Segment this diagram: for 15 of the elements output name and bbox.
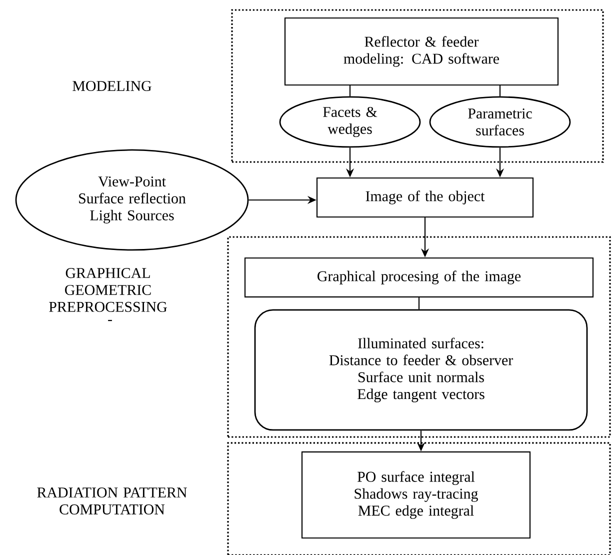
dotted-group-frame <box>227 442 611 555</box>
dash-mark: - <box>108 320 112 322</box>
dotted-group-frame <box>227 236 611 438</box>
dotted-group-frame <box>231 9 604 163</box>
ellipse-node: View-Point Surface reflection Light Sources <box>15 149 249 251</box>
group-heading: MODELING <box>72 80 152 91</box>
ellipse-node: Parametric surfaces <box>429 96 571 148</box>
process-box: Graphical procesing of the image <box>244 257 594 298</box>
process-box: PO surface integral Shadows ray-tracing MEC edge integral <box>301 451 531 539</box>
process-box: Image of the object <box>316 177 534 218</box>
group-heading: GRAPHICAL GEOMETRIC PREPROCESSING <box>49 268 167 312</box>
rounded-box: Illuminated surfaces: Distance to feeder & observer Surface unit normals Edge tangent vectors <box>254 309 588 431</box>
ellipse-node: Facets & wedges <box>279 96 421 148</box>
process-box: Reflector & feeder modeling: CAD software <box>284 17 559 86</box>
group-heading: RADIATION PATTERN COMPUTATION <box>37 488 187 514</box>
